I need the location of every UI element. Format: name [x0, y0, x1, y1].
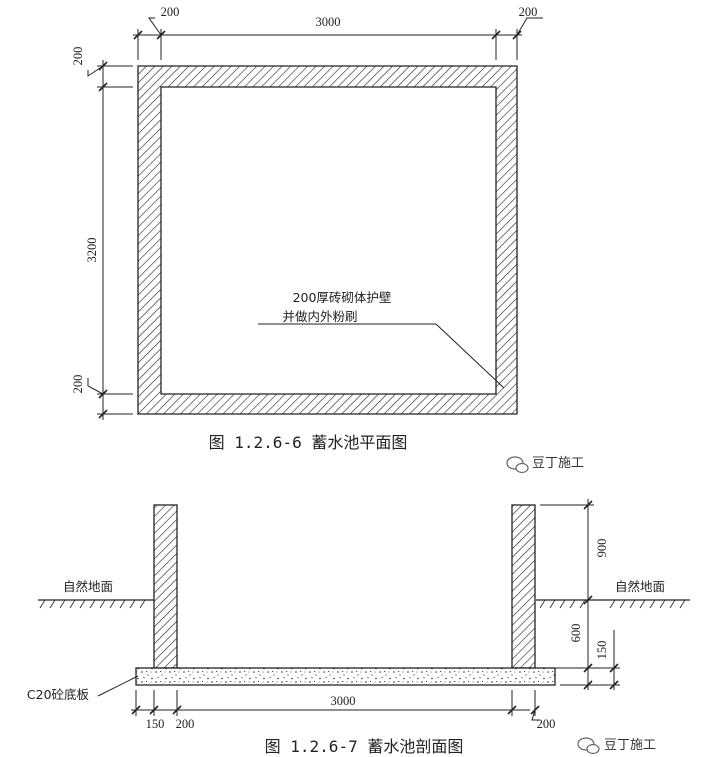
dim-section-width: 3000	[331, 694, 356, 708]
plan-dim-height: 3200	[85, 238, 99, 263]
plan-dim-bottom-wall: 200	[71, 375, 85, 394]
watermark-1: 豆丁施工	[506, 456, 584, 474]
plan-caption: 图 1.2.6-6 蓄水池平面图	[209, 433, 408, 452]
dim-slab: 150	[595, 641, 609, 660]
wall-note-line-1: 200厚砖砌体护壁	[293, 290, 392, 305]
plan-top-dimension	[133, 17, 543, 60]
watermark-text-2: 豆丁施工	[604, 738, 656, 753]
section-right-wall	[511, 504, 536, 669]
slab-label-leader	[97, 675, 139, 697]
plan-left-dimension	[87, 60, 133, 420]
plan-dim-left-wall: 200	[161, 5, 180, 19]
dim-left-wall: 200	[176, 717, 195, 731]
plan-dim-right-wall: 200	[519, 5, 538, 19]
ground-label-left: 自然地面	[63, 579, 113, 594]
wall-note-line-2: 并做内外粉刷	[282, 309, 357, 324]
plan-dim-width: 3000	[316, 15, 341, 29]
section-right-dimension	[540, 499, 620, 690]
plan-view: 200 3000 200 200 3200 200 200厚砖砌体护壁 并做内外…	[71, 5, 543, 452]
plan-dim-top-wall: 200	[71, 47, 85, 66]
wechat-icon	[506, 456, 529, 474]
watermark-text-1: 豆丁施工	[532, 456, 584, 471]
section-caption: 图 1.2.6-7 蓄水池剖面图	[265, 737, 464, 756]
wall-note-leader	[258, 323, 505, 389]
section-bottom-dimension	[131, 690, 540, 721]
dim-left-slab: 150	[146, 717, 165, 731]
dim-above-ground: 900	[595, 539, 609, 558]
dim-right-wall: 200	[537, 717, 556, 731]
section-view: 自然地面 自然地面 C20砼底板 900 600 150	[27, 499, 690, 756]
watermark-2: 豆丁施工	[577, 737, 656, 755]
concrete-slab	[135, 667, 556, 686]
slab-label: C20砼底板	[27, 687, 90, 702]
plan-walls	[137, 65, 518, 415]
ground-label-right: 自然地面	[615, 579, 665, 594]
dim-below-ground: 600	[569, 624, 583, 643]
wechat-icon	[577, 737, 600, 755]
section-left-wall	[153, 504, 178, 669]
natural-ground	[38, 599, 690, 609]
